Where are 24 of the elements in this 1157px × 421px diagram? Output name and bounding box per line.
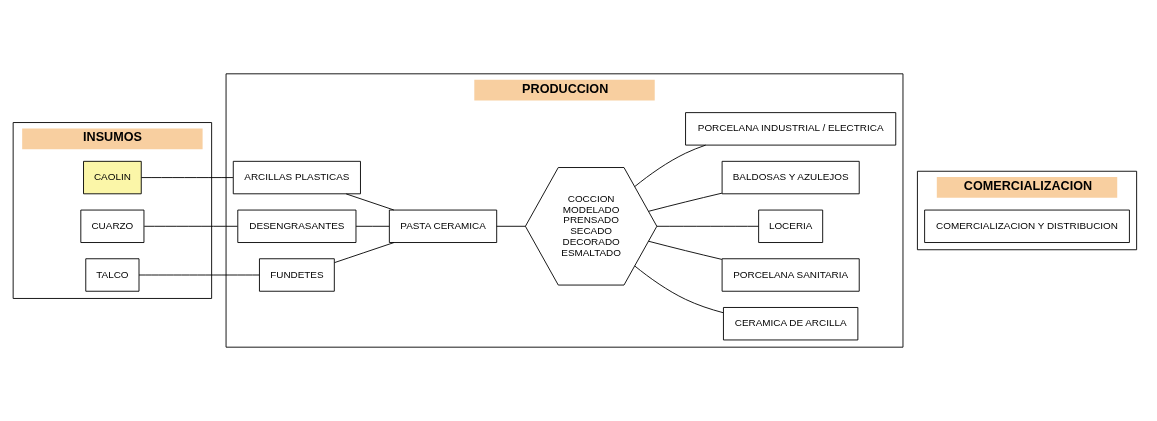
node-box: TALCO [85, 258, 140, 292]
connector [138, 274, 260, 276]
node-box: PORCELANA SANITARIA [721, 258, 860, 292]
connector [648, 240, 723, 260]
node-box: CAOLIN [83, 160, 142, 195]
connector [634, 265, 724, 314]
node-box: FUNDETES [259, 258, 335, 292]
connector [496, 225, 526, 227]
connector [648, 192, 723, 212]
connector [334, 242, 395, 264]
node-box: LOCERIA [758, 209, 824, 243]
node-box: CERAMICA DE ARCILLA [723, 307, 859, 341]
connector [355, 225, 390, 227]
node-box: ARCILLAS PLASTICAS [232, 160, 361, 195]
connector [634, 144, 707, 187]
connector [141, 177, 234, 178]
connector [656, 225, 759, 227]
node-box: CUARZO [80, 209, 145, 243]
node-box: BALDOSAS Y AZULEJOS [721, 160, 860, 195]
connector [143, 225, 238, 227]
node-box: PORCELANA INDUSTRIAL / ELECTRICA [685, 112, 897, 146]
node-box: PASTA CERAMICA [388, 209, 498, 243]
node-box: COMERCIALIZACION Y DISTRIBUCION [924, 209, 1130, 243]
node-box: DESENGRASANTES [237, 209, 357, 243]
